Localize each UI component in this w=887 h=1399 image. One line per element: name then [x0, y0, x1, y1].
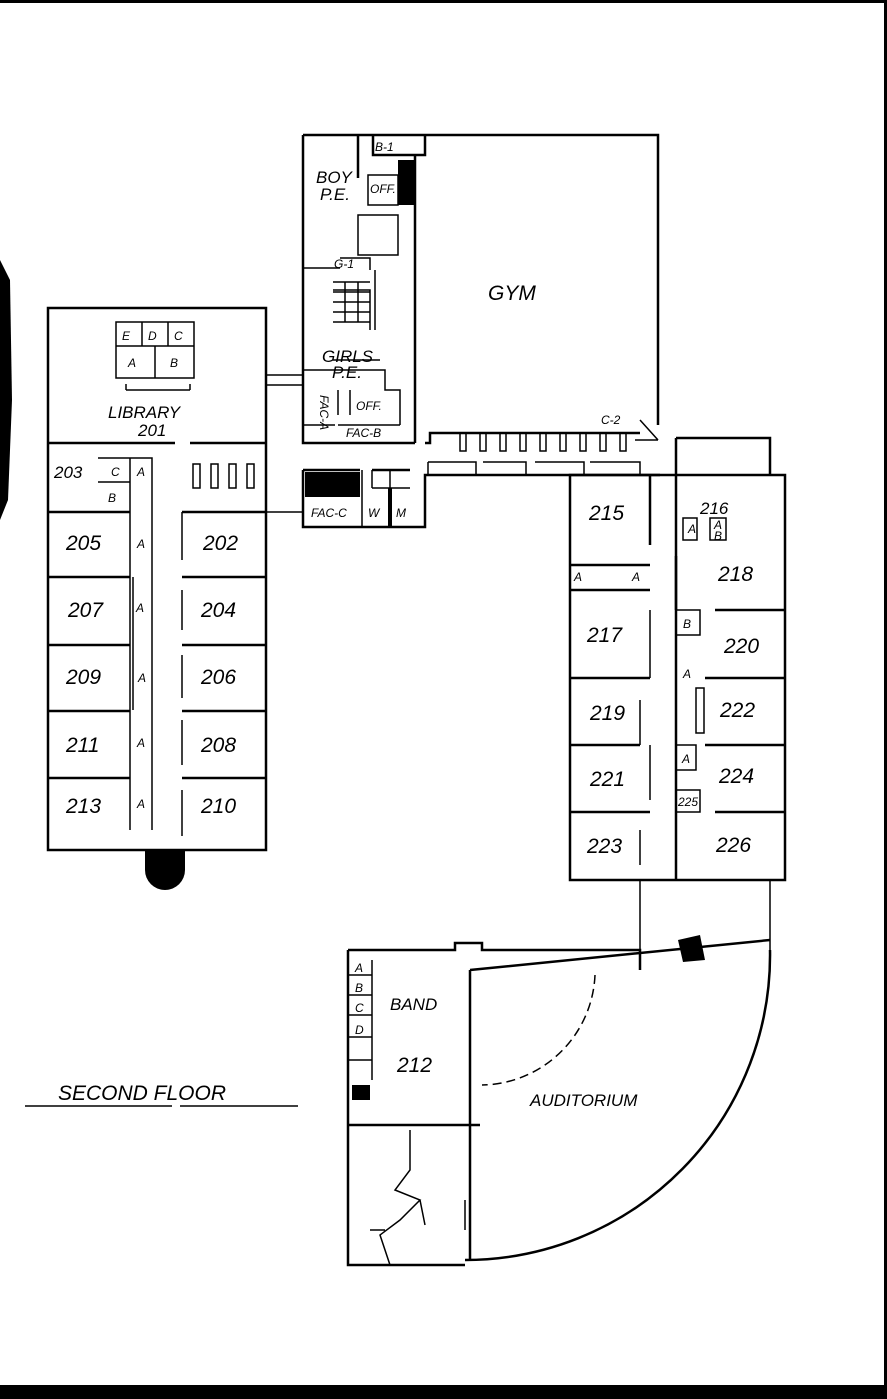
band-closet-d: D [355, 1023, 364, 1037]
gym-label: GYM [488, 282, 536, 305]
band-closet-b: B [355, 981, 363, 995]
closet-a-10: A [713, 518, 722, 532]
room-216: 216 [699, 499, 729, 518]
closet-a-11: A [682, 667, 691, 681]
closet-a-4: A [137, 671, 146, 685]
closet-b-3: B [683, 617, 691, 631]
closet-a-12: A [681, 752, 690, 766]
auditorium-label: AUDITORIUM [529, 1091, 638, 1110]
room-203: 203 [53, 463, 83, 482]
room-204: 204 [200, 599, 236, 622]
band-number: 212 [396, 1054, 432, 1077]
closet-a-2: A [136, 537, 145, 551]
library-room-e: E [122, 329, 131, 343]
closet-a-8: A [631, 570, 640, 584]
library-number: 201 [137, 421, 166, 440]
band-label: BAND [390, 995, 437, 1014]
girls-pe-label: GIRLS [322, 347, 374, 366]
closet-a-5: A [136, 736, 145, 750]
library-wing [46, 306, 303, 890]
faculty-block [301, 468, 660, 529]
office-label: OFF. [370, 182, 396, 196]
w-label: W [368, 506, 381, 520]
closet-c: C [111, 465, 120, 479]
closet-a-7: A [573, 570, 582, 584]
girls-pe-label-2: P.E. [332, 363, 362, 382]
room-222: 222 [719, 699, 755, 722]
band-closet-c: C [355, 1001, 364, 1015]
room-213: 213 [65, 795, 101, 818]
library-room-d: D [148, 329, 157, 343]
boy-pe-label: BOY [316, 168, 354, 187]
library-room-c: C [174, 329, 183, 343]
labels: GYM B-1 BOY P.E. OFF. G-1 GIRLS P.E. OFF… [25, 140, 759, 1110]
closet-a-6: A [136, 797, 145, 811]
classroom-wing [568, 436, 787, 950]
room-206: 206 [200, 666, 236, 689]
room-210: 210 [200, 795, 236, 818]
room-217: 217 [586, 624, 623, 647]
band-closet-a: A [354, 961, 363, 975]
gym-bleachers [459, 432, 627, 452]
room-220: 220 [723, 635, 759, 658]
b1-label: B-1 [375, 140, 394, 154]
closet-a-3: A [135, 601, 144, 615]
library-label: LIBRARY [108, 403, 182, 422]
m-label: M [396, 506, 406, 520]
room-215: 215 [588, 502, 624, 525]
office-label-2: OFF. [356, 399, 382, 413]
room-207: 207 [67, 599, 104, 622]
closet-b: B [108, 491, 116, 505]
room-221: 221 [589, 768, 625, 791]
closet-a: A [136, 465, 145, 479]
c2-label: C-2 [601, 413, 621, 427]
closet-a-9: A [687, 522, 696, 536]
room-209: 209 [65, 666, 101, 689]
boy-pe-label-2: P.E. [320, 185, 350, 204]
room-205: 205 [65, 532, 101, 555]
g1-label: G-1 [334, 257, 354, 271]
floor-title: SECOND FLOOR [58, 1082, 226, 1105]
room-225: 225 [677, 795, 698, 809]
gym-block [301, 133, 660, 475]
room-224: 224 [718, 765, 754, 788]
fac-a-label: FAC-A [317, 395, 331, 430]
room-202: 202 [202, 532, 238, 555]
fac-c-label: FAC-C [311, 506, 347, 520]
room-208: 208 [200, 734, 236, 757]
room-226: 226 [715, 834, 751, 857]
room-223: 223 [586, 835, 622, 858]
room-219: 219 [589, 702, 625, 725]
closet-b-2: B [714, 529, 722, 543]
library-room-a: A [127, 356, 136, 370]
room-211: 211 [65, 734, 99, 757]
band-auditorium [346, 935, 772, 1267]
room-218: 218 [717, 563, 753, 586]
fac-b-label: FAC-B [346, 426, 381, 440]
library-room-b: B [170, 356, 178, 370]
